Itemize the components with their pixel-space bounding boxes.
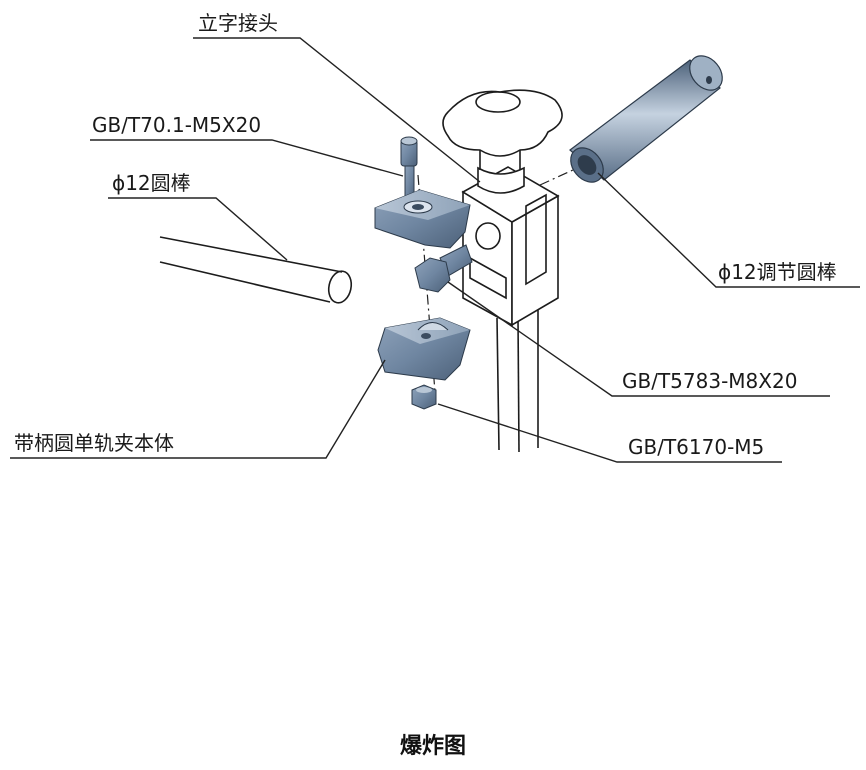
adjust-rod-12 (569, 55, 723, 183)
label-vertical-joint: 立字接头 (198, 11, 278, 35)
round-rod-12 (159, 236, 353, 304)
upper-clamp-jaw (374, 189, 471, 249)
leader-vertical-joint (193, 37, 481, 183)
diagram-caption: 爆炸图 (399, 734, 466, 759)
clamp-body-block (442, 89, 563, 453)
leader-bolt (447, 281, 830, 397)
label-clamp-body: 带柄圆单轨夹本体 (14, 431, 174, 455)
lower-clamp-jaw (377, 317, 471, 381)
leader-adjust-rod (597, 172, 860, 288)
leader-clamp-body (10, 359, 386, 459)
label-bolt-m8x20: GB/T5783-M8X20 (622, 369, 797, 393)
label-adjust-rod-12: ϕ12调节圆棒 (718, 260, 837, 284)
bolt-m8x20 (414, 244, 473, 293)
nut-m5 (411, 384, 437, 410)
label-screw-m5x20: GB/T70.1-M5X20 (92, 113, 261, 137)
leader-rod (108, 197, 288, 261)
label-rod-12: ϕ12圆棒 (112, 171, 191, 195)
label-nut-m5: GB/T6170-M5 (628, 435, 764, 459)
leader-screw (90, 139, 404, 177)
leader-nut (437, 403, 782, 463)
screw-m5x20 (400, 136, 418, 201)
